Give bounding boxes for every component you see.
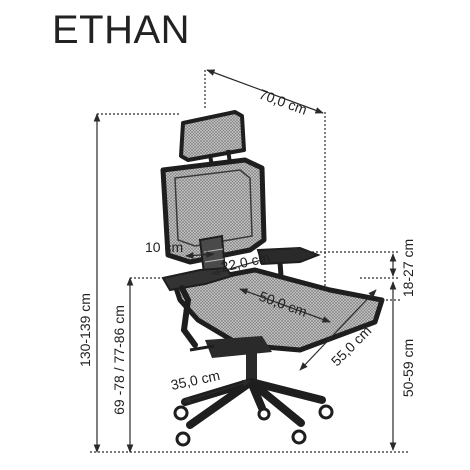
label-armrest-height: 18-27 cm	[400, 239, 416, 297]
backrest	[160, 157, 267, 265]
label-overall-height: 130-139 cm	[77, 293, 93, 367]
headrest	[179, 110, 246, 162]
gas-lift	[246, 352, 257, 382]
star-base	[181, 378, 326, 429]
product-title: ETHAN	[52, 8, 191, 52]
label-seat-height: 69 -78 / 77-86 cm	[111, 305, 127, 415]
dimension-lines	[90, 69, 410, 453]
seat-mechanism	[205, 336, 272, 358]
label-depth-top: 70,0 cm	[257, 86, 309, 118]
label-base-radius: 35,0 cm	[169, 367, 221, 393]
label-armrest-width: 10 cm	[145, 239, 183, 255]
caster-wheels	[173, 404, 334, 447]
chair-illustration	[160, 110, 385, 447]
label-seat-floor-height: 50-59 cm	[400, 339, 416, 397]
